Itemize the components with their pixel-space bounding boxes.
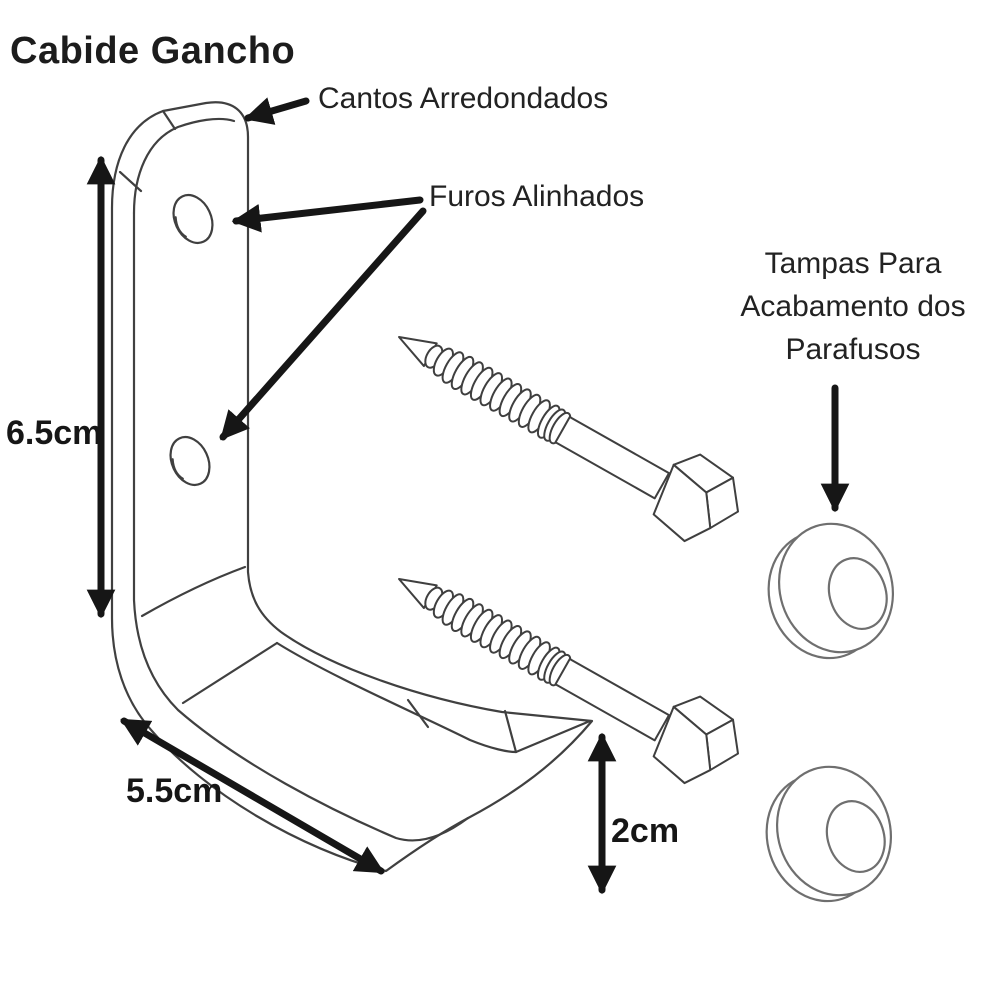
bracket-corner-separator bbox=[118, 170, 143, 193]
bracket-bend-crease bbox=[140, 565, 247, 618]
bracket-lip-edge bbox=[514, 719, 592, 754]
label-screw-caps: Tampas Para Acabamento dos Parafusos bbox=[740, 247, 966, 366]
bracket-hole-top bbox=[172, 193, 214, 245]
screw-top bbox=[379, 295, 755, 558]
bracket-lip-separator bbox=[503, 709, 518, 754]
page-title: Cabide Gancho bbox=[10, 30, 296, 72]
dimension-height: 6.5cm bbox=[6, 414, 103, 452]
leader-arrow-hole-top bbox=[231, 196, 424, 233]
dimension-clearance: 2cm bbox=[611, 812, 680, 850]
leader-arrow-hole-bottom bbox=[219, 207, 427, 441]
bracket-arm-separator bbox=[406, 698, 430, 729]
cap-bottom bbox=[748, 750, 910, 917]
label-rounded-corners: Cantos Arredondados bbox=[318, 82, 609, 115]
bracket-arm-front-edge bbox=[275, 641, 518, 754]
leader-arrow-rounded-corners bbox=[243, 97, 310, 125]
bracket-corner-separator bbox=[161, 109, 177, 131]
dimension-width: 5.5cm bbox=[126, 772, 223, 810]
cap-top bbox=[750, 507, 912, 674]
bracket-bend-crease bbox=[181, 641, 279, 705]
dimension-arrow-width bbox=[120, 717, 385, 875]
bracket-hole-bottom bbox=[169, 435, 211, 487]
label-aligned-holes: Furos Alinhados bbox=[429, 180, 645, 213]
